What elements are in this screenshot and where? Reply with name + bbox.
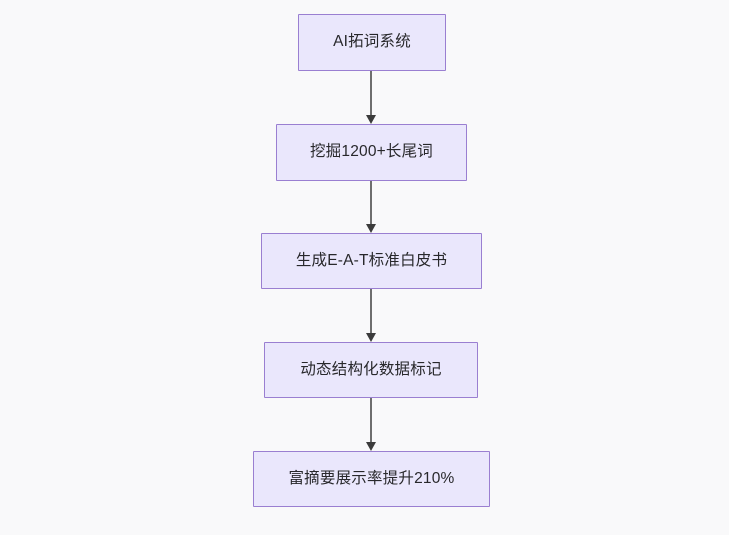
arrowhead-icon [366, 333, 376, 342]
edge-n4-to-n5 [366, 398, 376, 451]
edge-n2-to-n3 [366, 181, 376, 233]
flow-node-label: 富摘要展示率提升210% [288, 469, 455, 487]
flow-node-n4[interactable]: 动态结构化数据标记 [264, 342, 478, 398]
edge-n1-to-n2 [366, 71, 376, 124]
flow-node-label: 动态结构化数据标记 [300, 360, 442, 378]
arrowhead-icon [366, 442, 376, 451]
arrowhead-icon [366, 115, 376, 124]
flow-node-n3[interactable]: 生成E-A-T标准白皮书 [261, 233, 482, 289]
arrowhead-icon [366, 224, 376, 233]
edge-n3-to-n4 [366, 289, 376, 342]
flow-node-n1[interactable]: AI拓词系统 [298, 14, 446, 71]
flow-node-label: 生成E-A-T标准白皮书 [295, 251, 448, 269]
flow-node-label: 挖掘1200+长尾词 [309, 143, 434, 161]
flow-node-label: AI拓词系统 [333, 33, 411, 51]
flow-node-n5[interactable]: 富摘要展示率提升210% [253, 451, 490, 507]
flow-node-n2[interactable]: 挖掘1200+长尾词 [276, 124, 467, 181]
